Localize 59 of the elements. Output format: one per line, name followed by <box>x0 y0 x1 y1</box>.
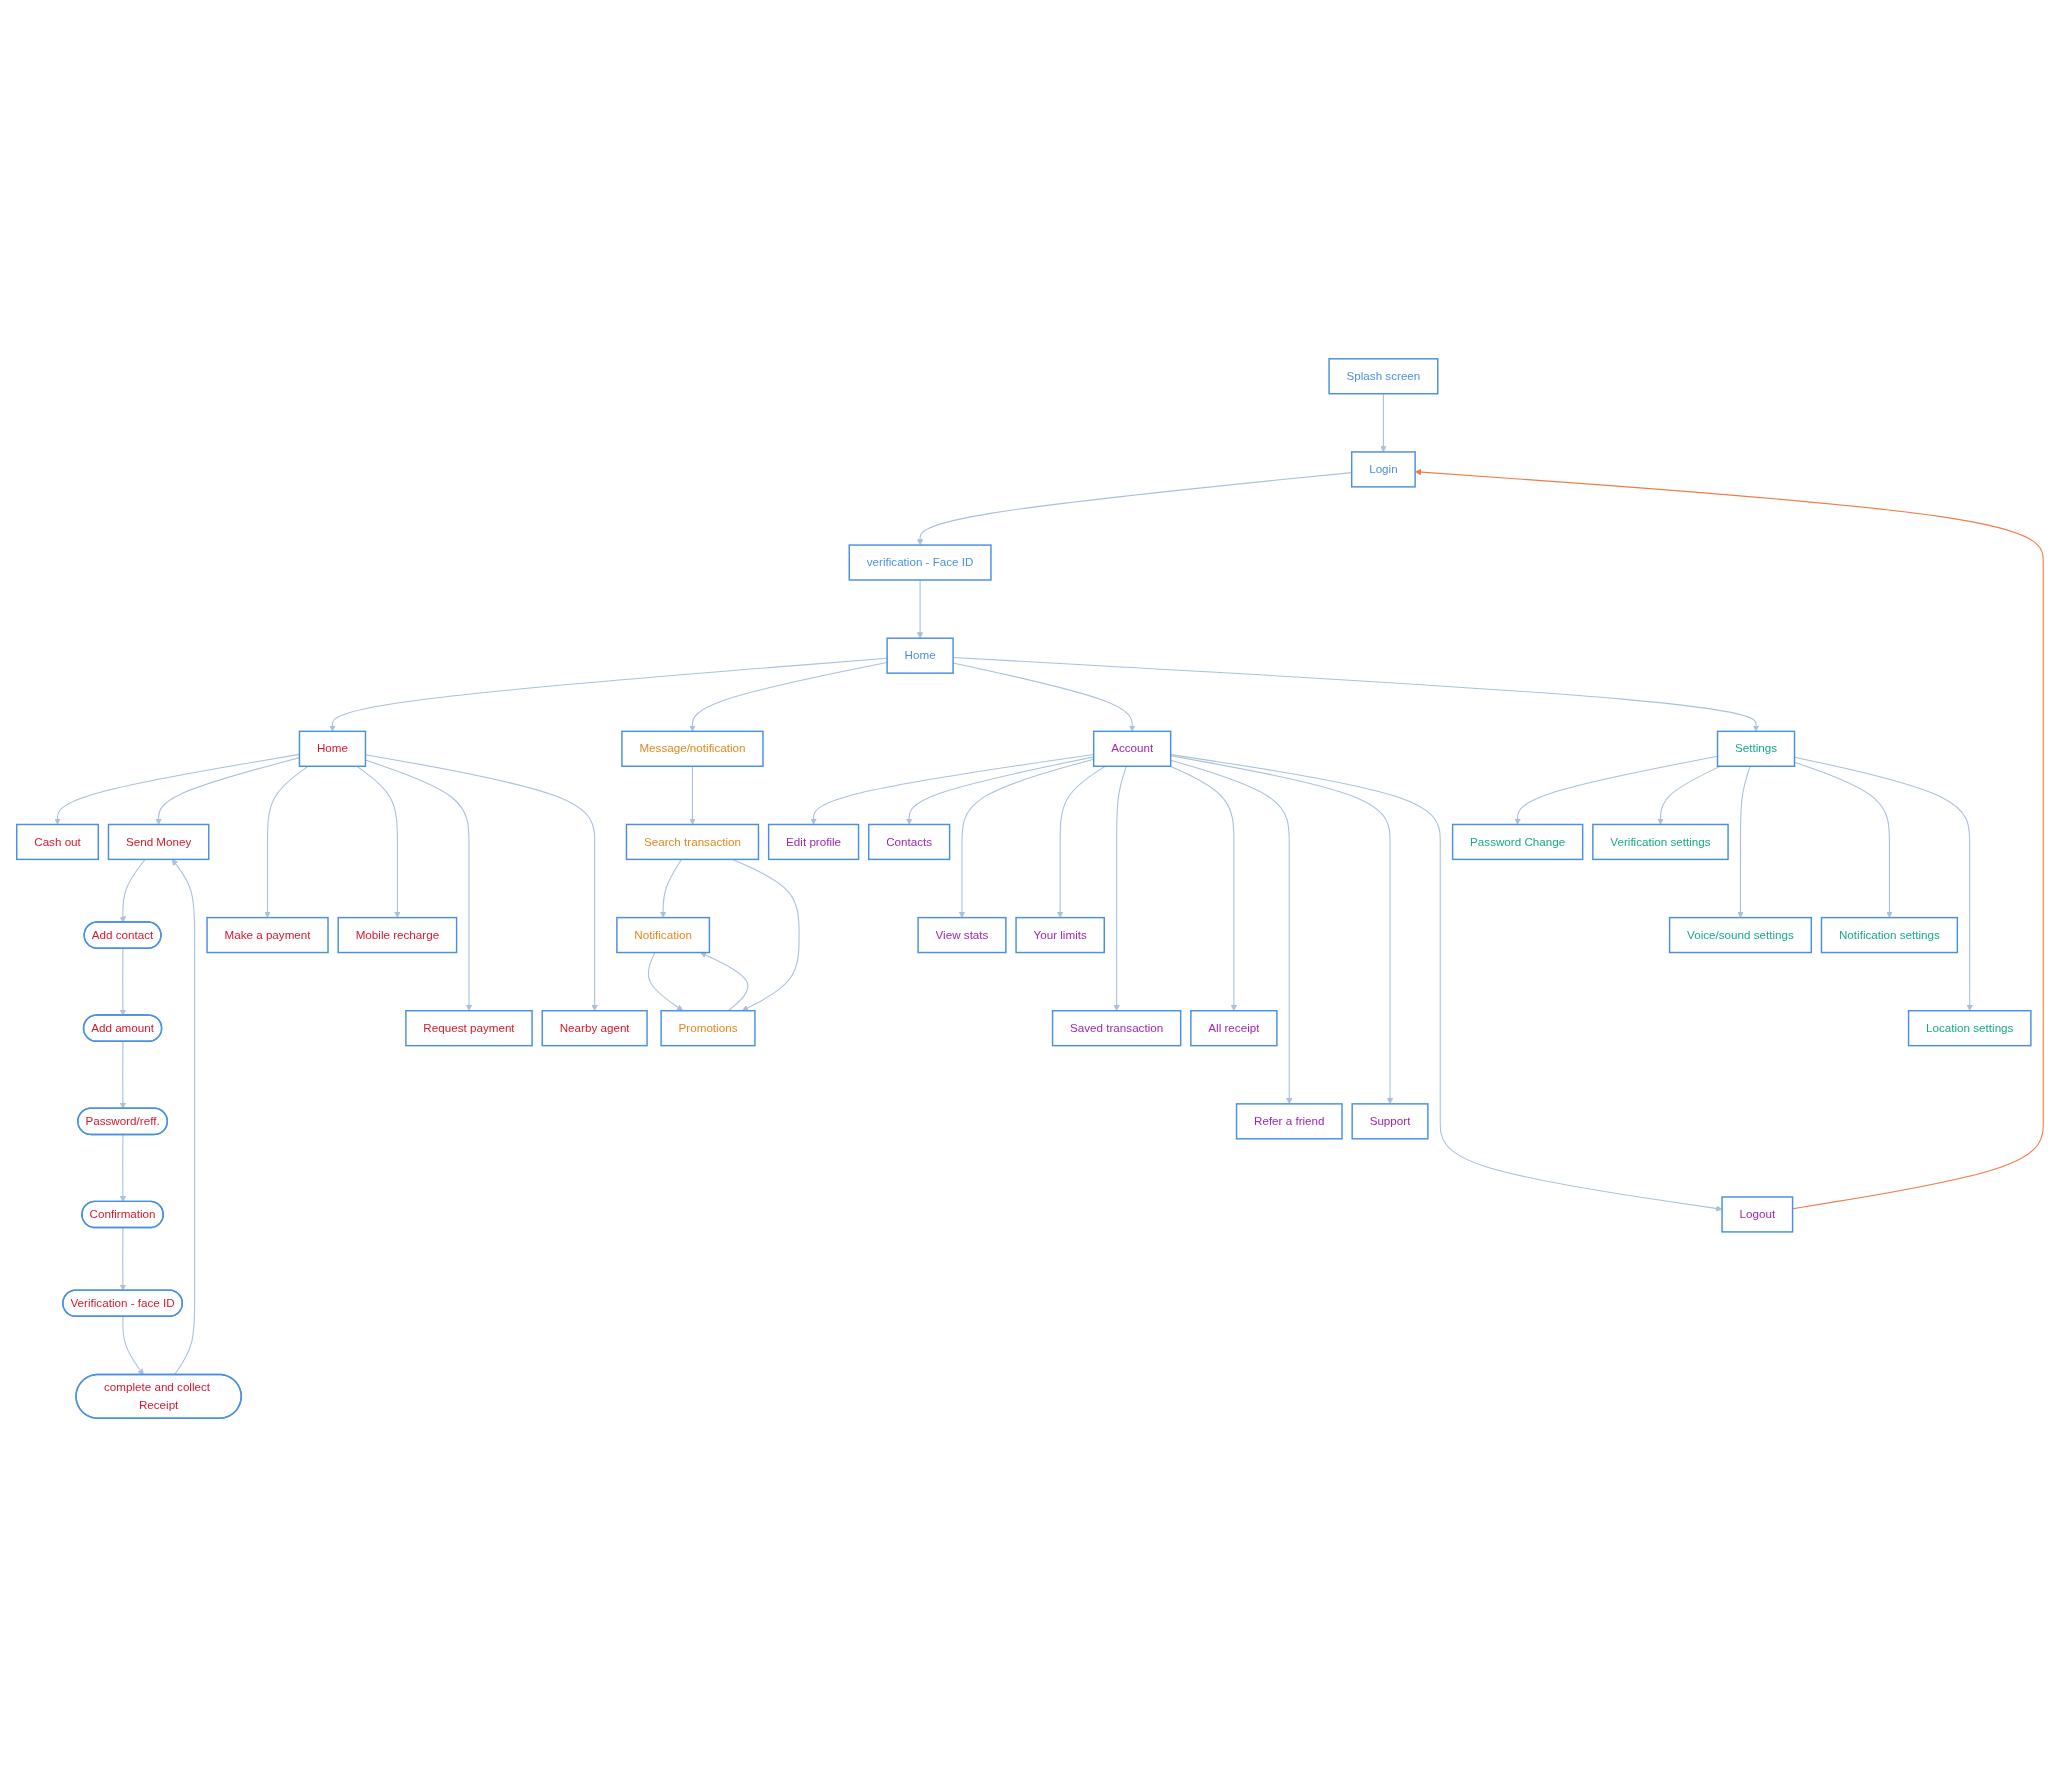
arrow <box>1170 759 1293 1105</box>
arrow <box>1737 765 1751 918</box>
node-box: Home <box>298 730 367 767</box>
arrow <box>119 858 146 923</box>
arrow <box>700 952 749 1012</box>
arrow <box>1657 765 1721 825</box>
node-box: All receipt <box>1190 1010 1278 1047</box>
arrow <box>54 753 300 825</box>
node-box: Home <box>886 637 954 674</box>
arrow <box>659 858 682 918</box>
arrow <box>155 757 300 825</box>
node-box: Refer a friend <box>1235 1103 1343 1140</box>
node-box: View stats <box>917 916 1007 954</box>
node-box: Search transaction <box>625 823 760 861</box>
node-box: Message/notification <box>621 730 764 767</box>
arrow <box>119 1134 127 1202</box>
arrow <box>1380 393 1387 453</box>
arrow <box>689 765 696 825</box>
node-box: Saved transaction <box>1051 1010 1182 1047</box>
node-box: Password Change <box>1451 823 1584 861</box>
node-box: Your limits <box>1015 916 1105 954</box>
node-box: Settings <box>1716 730 1796 767</box>
node-box: Mobile recharge <box>337 916 458 954</box>
node-box: Voice/sound settings <box>1668 916 1813 954</box>
arrow <box>1170 754 1723 1212</box>
node-box: Logout <box>1721 1196 1794 1233</box>
node-box: Contacts <box>868 823 951 861</box>
arrow <box>647 952 684 1011</box>
arrow <box>119 1227 127 1291</box>
node-box: Splash screen <box>1328 358 1439 395</box>
arrow <box>1514 755 1719 825</box>
node-box: Notification settings <box>1820 916 1959 954</box>
node-box: verification - Face ID <box>848 544 992 581</box>
node-box: Make a payment <box>206 916 329 954</box>
node-box: Verification settings <box>1592 823 1729 861</box>
arrow <box>119 948 127 1016</box>
node-box: Promotions <box>660 1010 756 1047</box>
node-box: Send Money <box>107 823 210 861</box>
arrow <box>171 859 196 1376</box>
arrow <box>119 1041 127 1109</box>
arrow <box>1113 765 1127 1011</box>
arrow <box>329 657 888 732</box>
arrow <box>264 765 309 918</box>
arrow <box>916 579 924 639</box>
node-box: Account <box>1092 730 1172 767</box>
node-box: Request payment <box>405 1010 533 1047</box>
arrow <box>356 765 401 918</box>
arrow <box>122 1316 144 1376</box>
node-box: Login <box>1351 451 1416 488</box>
arrow <box>689 661 888 732</box>
node-box: Nearby agent <box>541 1010 648 1047</box>
node-box: Edit profile <box>767 823 860 861</box>
node-box: Location settings <box>1907 1010 2032 1047</box>
node-box: Support <box>1351 1103 1429 1140</box>
node-box: Notification <box>616 916 711 954</box>
arrow <box>1169 765 1238 1011</box>
arrow <box>1170 755 1394 1105</box>
arrow <box>1056 765 1106 918</box>
node-box: Cash out <box>16 823 99 861</box>
